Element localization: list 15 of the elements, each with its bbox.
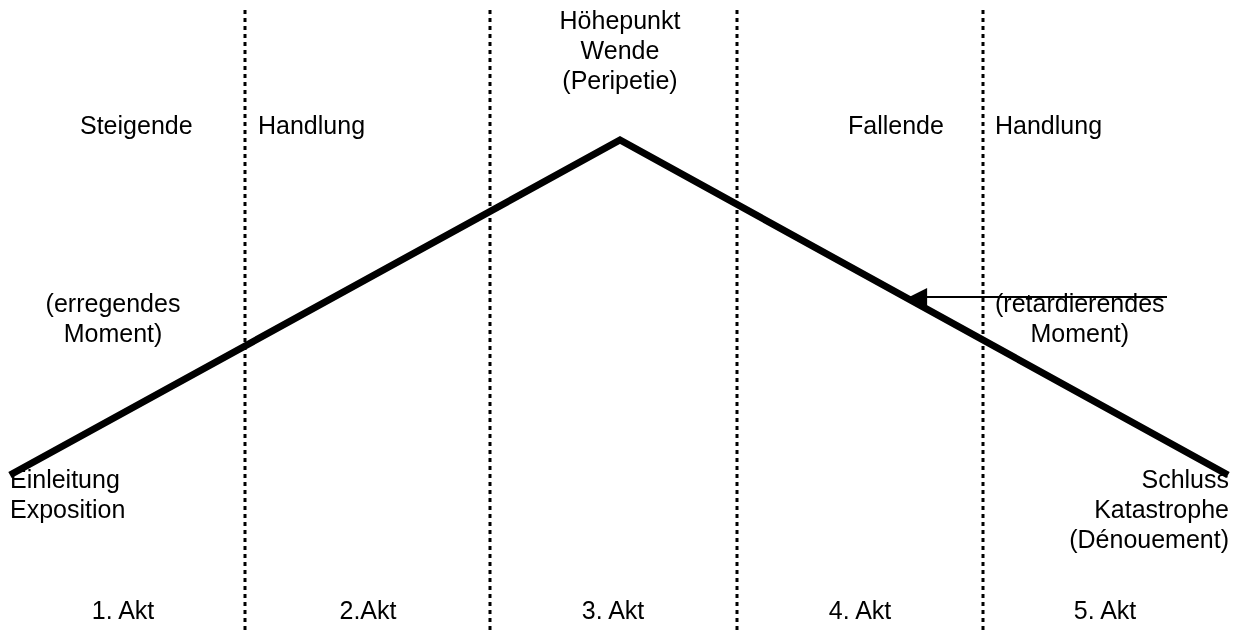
label: 2.Akt	[339, 595, 397, 625]
label: Höhepunkt Wende (Peripetie)	[559, 5, 681, 95]
label: (erregendes Moment)	[45, 288, 181, 348]
label: 3. Akt	[581, 595, 645, 625]
label: 4. Akt	[828, 595, 892, 625]
label: 5. Akt	[1073, 595, 1137, 625]
label: 1. Akt	[91, 595, 155, 625]
label: Handlung	[995, 110, 1103, 140]
label: Einleitung Exposition	[10, 464, 126, 524]
label: Handlung	[258, 110, 366, 140]
label: Schluss Katastrophe (Dénouement)	[1069, 464, 1229, 554]
leader-arrow	[909, 288, 1168, 306]
label: Steigende	[80, 110, 193, 140]
callout-text: (retardierendes Moment)	[995, 288, 1165, 348]
label: Fallende	[848, 110, 944, 140]
